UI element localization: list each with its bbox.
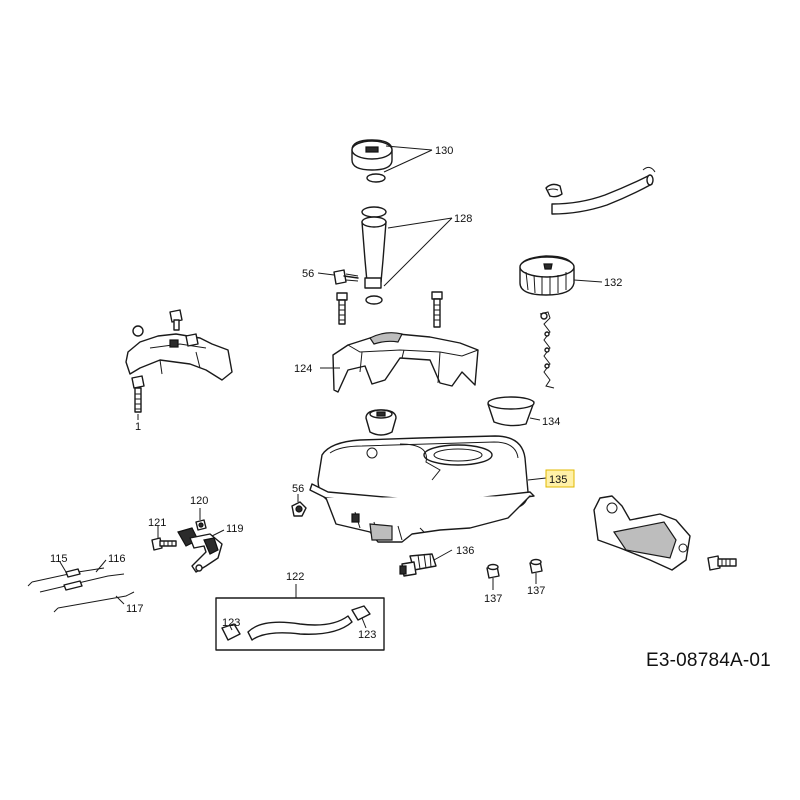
label-122[interactable]: 122 [286,571,304,583]
screw-56-lower[interactable] [291,501,307,517]
throttle-bracket-1[interactable] [125,309,233,381]
shroud-124[interactable] [332,332,479,393]
label-56-lower[interactable]: 56 [292,483,304,495]
leader-lines [59,145,603,631]
label-136[interactable]: 136 [456,545,474,557]
fuel-tank-135[interactable] [309,435,535,543]
label-137-left[interactable]: 137 [484,593,502,605]
label-119[interactable]: 119 [226,523,244,535]
fuel-cap-132[interactable] [519,255,575,296]
label-124[interactable]: 124 [294,363,312,375]
label-1[interactable]: 1 [135,421,141,433]
label-120[interactable]: 120 [190,495,208,507]
part-labels: 130 128 56 132 124 1 134 135 56 120 121 … [50,145,622,641]
nut-137-right[interactable] [529,558,543,574]
filler-neck-128[interactable] [361,206,387,305]
rod-117[interactable] [53,591,135,613]
screw-56-upper[interactable] [333,269,359,285]
screw-121[interactable] [151,537,177,551]
label-116[interactable]: 116 [108,553,126,565]
nut-120[interactable] [195,519,207,531]
rod-115[interactable] [27,567,105,587]
highlight-135 [545,469,575,488]
filler-strainer-element[interactable] [365,409,397,436]
cap-chain[interactable] [539,311,555,389]
bolt-right-of-shroud[interactable] [431,291,443,328]
label-115[interactable]: 115 [50,553,68,565]
label-128[interactable]: 128 [454,213,472,225]
label-137-right[interactable]: 137 [527,585,545,597]
dipstick-cap-130[interactable] [351,139,393,183]
bolt-1[interactable] [131,375,145,413]
label-123-right[interactable]: 123 [358,629,376,641]
drawing-code: E3-08784A-01 [646,650,771,671]
fuel-strainer-134[interactable] [487,396,535,427]
label-132[interactable]: 132 [604,277,622,289]
label-56-upper[interactable]: 56 [302,268,314,280]
fuel-line-hose[interactable] [545,166,656,215]
bolt-left-of-shroud[interactable] [336,292,348,325]
label-117[interactable]: 117 [126,603,144,615]
label-135[interactable]: 135 [549,474,567,486]
tank-mounting-bracket[interactable] [593,495,691,571]
nut-137-left[interactable] [486,563,500,579]
fuel-valve-136[interactable] [399,553,437,577]
bracket-bolt[interactable] [707,555,737,571]
label-121[interactable]: 121 [148,517,166,529]
choke-lever-119[interactable] [177,527,223,573]
label-123-left[interactable]: 123 [222,617,240,629]
label-134[interactable]: 134 [542,416,560,428]
hose-kit-122-box[interactable] [215,597,385,651]
label-130[interactable]: 130 [435,145,453,157]
rod-116[interactable] [39,573,125,593]
